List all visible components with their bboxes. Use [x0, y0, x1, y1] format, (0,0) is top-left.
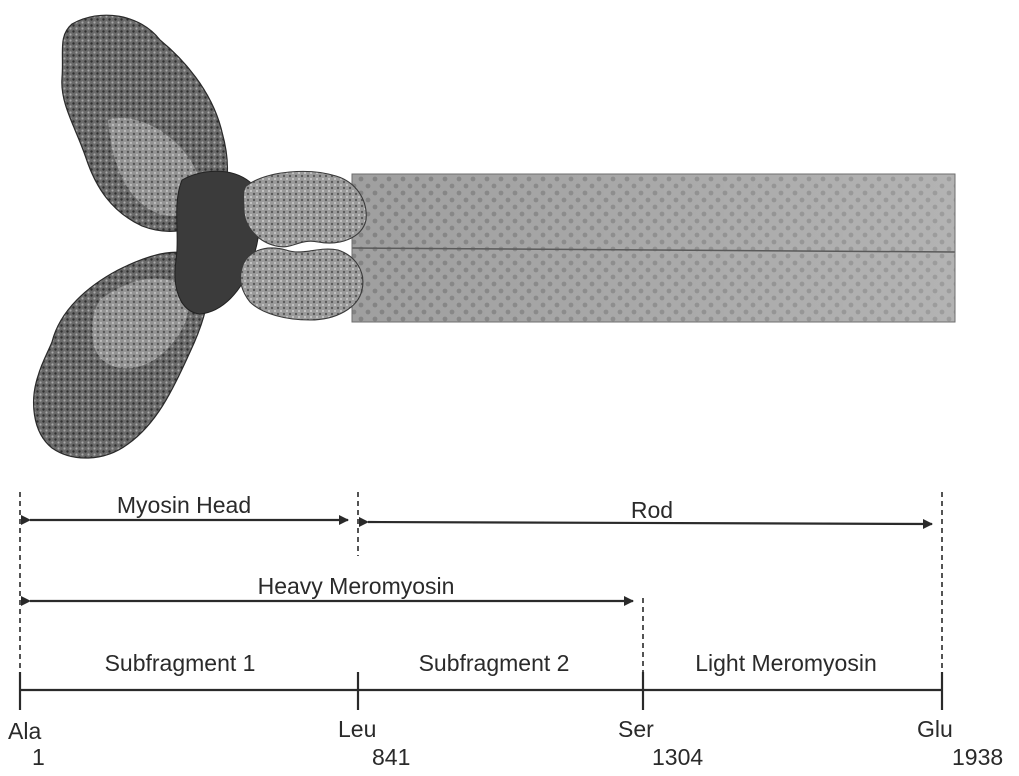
myosin-heads-illustration	[34, 15, 367, 458]
light-meromyosin-label: Light Meromyosin	[695, 650, 877, 676]
region-arrows	[30, 520, 932, 601]
heavy-meromyosin-label: Heavy Meromyosin	[258, 573, 455, 599]
residue-glu-number: 1938	[952, 744, 1003, 770]
rod-tail	[352, 174, 955, 322]
residue-leu-number: 841	[372, 744, 410, 770]
residue-ala-number: 1	[32, 744, 45, 770]
residue-ser-number: 1304	[652, 744, 703, 770]
residue-leu-name: Leu	[338, 716, 376, 742]
residue-glu-name: Glu	[917, 716, 953, 742]
subfragment-1-label: Subfragment 1	[105, 650, 256, 676]
residue-ser-name: Ser	[618, 716, 654, 742]
residue-ala-name: Ala	[8, 718, 41, 744]
rod-label: Rod	[631, 497, 673, 523]
sequence-axis	[20, 672, 942, 710]
subfragment-2-label: Subfragment 2	[419, 650, 570, 676]
myosin-head-label: Myosin Head	[117, 492, 251, 518]
